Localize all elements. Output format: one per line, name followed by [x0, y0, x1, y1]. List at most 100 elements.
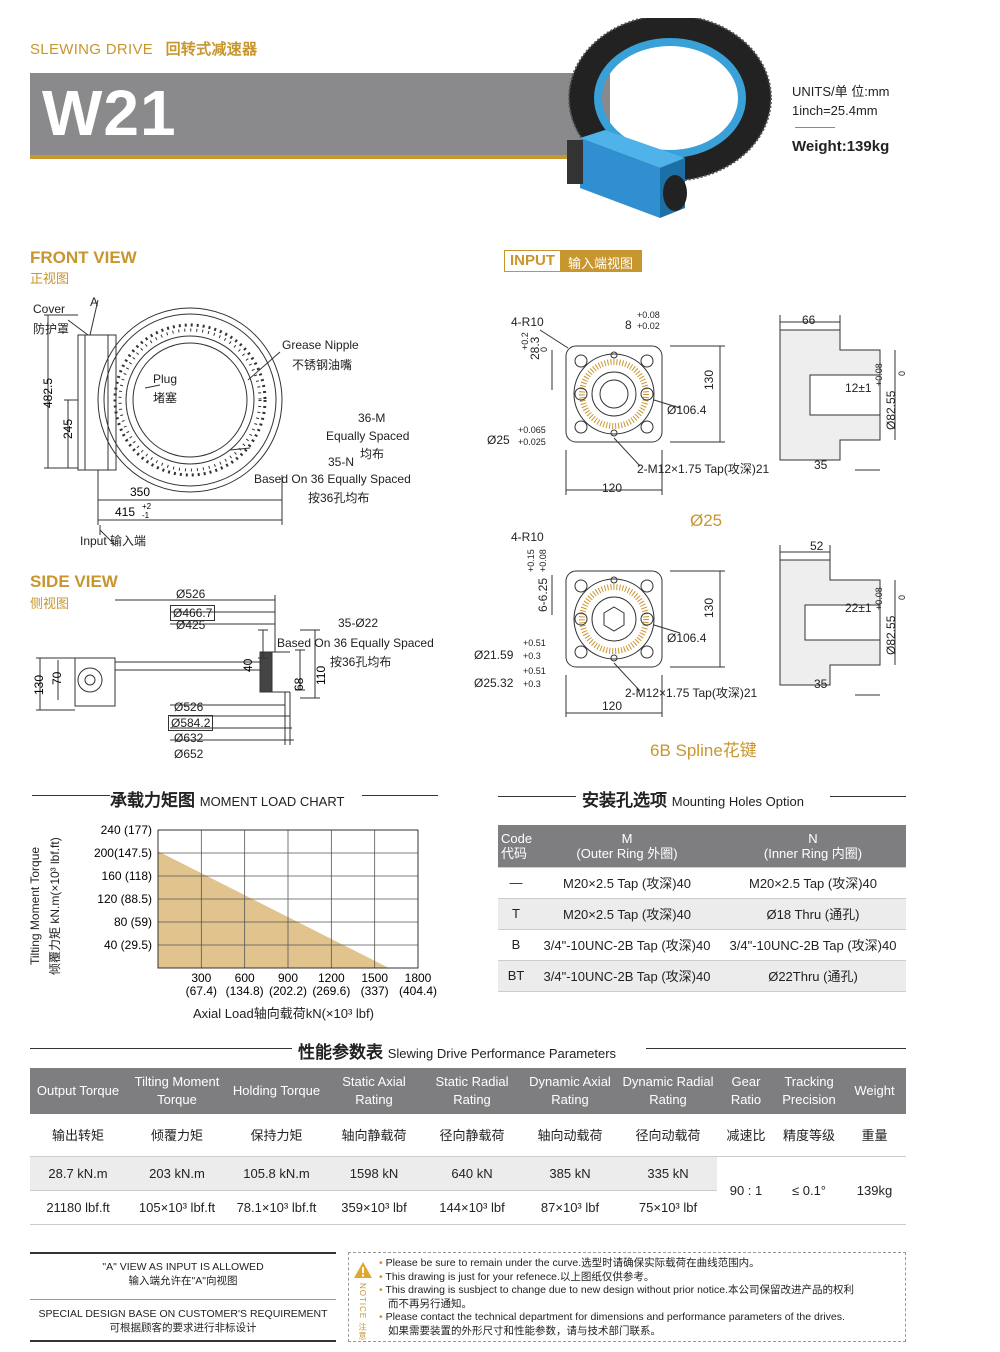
sv-dim-68: 68	[292, 677, 306, 691]
chart-xtick-sub: (337)	[361, 984, 389, 998]
sv-d584: Ø584.2	[168, 715, 214, 731]
pp-zh8: 精度等级	[775, 1114, 843, 1157]
d25-h283-dn: 0	[539, 346, 549, 352]
pp-m6: 335 kN	[619, 1156, 717, 1191]
d25-h283-up: +0.2	[520, 332, 530, 350]
product-image	[567, 18, 772, 218]
notice-list: • Please be sure to remain under the cur…	[379, 1257, 854, 1338]
fv-plug-en: Plug	[153, 372, 178, 386]
pp-i0: 21180 lbf.ft	[30, 1190, 126, 1225]
sv-dim-70: 70	[50, 671, 64, 685]
fv-equally-zh: 均布	[360, 447, 385, 461]
pp-i2: 78.1×10³ lbf.ft	[228, 1190, 325, 1225]
pp-imperial-row: 21180 lbf.ft 105×10³ lbf.ft 78.1×10³ lbf…	[30, 1190, 906, 1225]
chart-xlabel: Axial Load轴向载荷kN(×10³ lbf)	[193, 1006, 374, 1021]
d25-w8-dn: +0.02	[637, 321, 660, 331]
units-block: UNITS/单 位:mm 1inch=25.4mm	[792, 82, 890, 120]
notice-text-2: This drawing is susbject to change due t…	[385, 1284, 855, 1296]
d25-tap: 2-M12×1.75 Tap(攻深)21	[637, 462, 770, 476]
mounting-title-en: Mounting Holes Option	[671, 794, 804, 809]
units-divider	[795, 127, 835, 128]
notice-text-4: Please contact the technical department …	[385, 1311, 845, 1323]
mh-head-code-en: Code	[501, 830, 533, 846]
notice-item: • Please contact the technical departmen…	[379, 1311, 845, 1323]
chart-xtick-sub: (269.6)	[312, 984, 350, 998]
pp-h7: Gear Ratio	[717, 1068, 775, 1114]
mh-code: —	[498, 867, 534, 899]
spline-d2532: Ø25.32	[474, 676, 514, 690]
pp-h0: Output Torque	[30, 1068, 126, 1114]
d25-d25-up: +0.065	[518, 425, 546, 435]
chart-xtick-label: 1200	[318, 971, 345, 985]
pp-i4: 144×10³ lbf	[423, 1190, 521, 1225]
spline-w120: 120	[602, 699, 623, 713]
mh-n: Ø18 Thru (通孔)	[720, 898, 906, 930]
sv-housing	[74, 657, 116, 707]
spline-d8255-up: +0.08	[874, 587, 884, 610]
d25-h130: 130	[702, 369, 716, 390]
chart-xtick-label: 300	[191, 971, 211, 985]
pp-m0: 28.7 kN.m	[30, 1156, 126, 1191]
fv-35n: 35-N	[328, 455, 355, 469]
pp-h5: Dynamic Axial Rating	[521, 1068, 619, 1114]
sv-d466: Ø466.7	[170, 605, 216, 621]
input-badge-zh: 输入端视图	[560, 251, 642, 271]
d25-w8-up: +0.08	[637, 310, 660, 320]
chart-ytick-label: 200(147.5)	[94, 846, 152, 860]
sv-d652: Ø652	[174, 747, 204, 761]
spline-d8255: Ø82.55	[884, 615, 898, 655]
chart-xtick-sub: (134.8)	[226, 984, 264, 998]
spline-d2532-dn: +0.3	[523, 679, 541, 689]
footer-special-zh: 可根据顾客的要求进行非标设计	[109, 1322, 257, 1334]
spline-d8255-dn: 0	[897, 594, 907, 600]
fv-dim-415-tol-dn: -1	[142, 511, 150, 520]
units-text: UNITS/单 位:mm	[792, 84, 890, 99]
fv-based-zh: 按36孔均布	[308, 491, 370, 505]
mh-head-n-label: N	[808, 830, 818, 846]
fv-housing	[77, 334, 117, 471]
d25-d8255-dn: 0	[897, 370, 907, 376]
mh-row: T M20×2.5 Tap (攻深)40 Ø18 Thru (通孔)	[498, 898, 906, 930]
fv-dim-415: 415	[115, 505, 135, 519]
fv-dim-482: 482.5	[41, 378, 55, 408]
pp-m3: 1598 kN	[325, 1156, 423, 1191]
d25-w120: 120	[602, 481, 623, 495]
notice-label-en: NOTICE	[358, 1283, 367, 1320]
mh-m: 3/4"-10UNC-2B Tap (攻深)40	[534, 929, 720, 961]
chart-xtick-sub: (202.2)	[269, 984, 307, 998]
fv-cover-en: Cover	[33, 302, 66, 316]
chart-ylabel-zh: 倾覆力矩 kN.m(×10³ lbf.ft)	[48, 837, 62, 975]
pp-i6: 75×10³ lbf	[619, 1190, 717, 1225]
chart-xtick-sub: (67.4)	[186, 984, 217, 998]
brand-zh: 回转式减速器	[165, 41, 258, 58]
sv-d425: Ø425	[176, 618, 206, 632]
notice-box: NOTICE 注意 • Please be sure to remain und…	[348, 1252, 906, 1342]
pp-header-row: Output Torque Tilting Moment Torque Hold…	[30, 1068, 906, 1114]
mh-row: BT 3/4"-10UNC-2B Tap (攻深)40 Ø22Thru (通孔)	[498, 960, 906, 992]
d25-w66: 66	[802, 313, 816, 327]
mh-head-n-sub: (Inner Ring 内圈)	[763, 845, 863, 861]
moment-chart-heading: 承载力矩图 MOMENT LOAD CHART	[110, 786, 344, 811]
pp-i5: 87×10³ lbf	[521, 1190, 619, 1225]
notice-item: • This drawing is just for your refenece…	[379, 1270, 655, 1283]
fv-label-a: A	[90, 295, 99, 309]
footer-a-view-en: "A" VIEW AS INPUT IS ALLOWED	[102, 1261, 264, 1273]
sv-dim-130: 130	[32, 675, 46, 695]
weight-text: Weight:139kg	[792, 138, 890, 155]
mh-code: BT	[498, 960, 534, 992]
d25-d8255: Ø82.55	[884, 390, 898, 430]
spline-d2159-dn: +0.3	[523, 651, 541, 661]
front-view-subtitle: 正视图	[30, 271, 70, 286]
chart-ytick-label: 240 (177)	[101, 823, 152, 837]
sv-based-zh: 按36孔均布	[330, 655, 392, 669]
spline-d2159: Ø21.59	[474, 648, 514, 662]
footer-a-view-zh: 输入端允许在"A"向视图	[128, 1275, 238, 1287]
pp-zh2: 保持力矩	[228, 1114, 325, 1157]
pp-h3: Static Axial Rating	[325, 1068, 423, 1114]
chart-ytick-label: 120 (88.5)	[97, 892, 152, 906]
notice-label-zh: 注意	[358, 1322, 367, 1341]
d25-caption: Ø25	[690, 511, 723, 530]
pp-h1: Tilting Moment Torque	[126, 1068, 228, 1114]
pp-zh1: 倾覆力矩	[126, 1114, 228, 1157]
spline-d2532-up: +0.51	[523, 666, 546, 676]
